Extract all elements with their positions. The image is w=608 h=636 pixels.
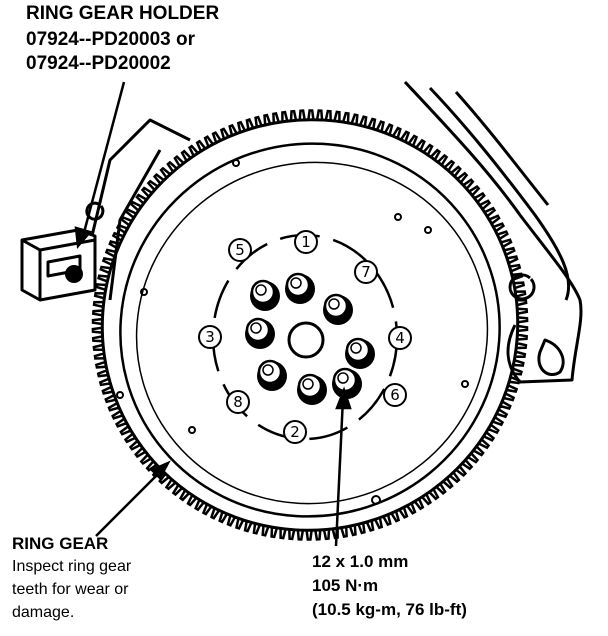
flywheel-bolt [245,317,275,349]
sequence-marker-3: 3 [198,325,222,349]
flywheel-bolt [345,337,375,369]
ring-gear-holder-part-number-2: 07924--PD20002 [26,53,171,74]
ring-gear-rim [100,118,520,532]
bolt-torque-spec: 105 N·m [312,576,379,595]
ring-gear-note-line-2: teeth for wear or [12,581,129,598]
sequence-number-5: 5 [235,241,245,259]
flywheel-bolt [285,272,315,304]
face-holes [116,159,469,505]
ring-gear-holder-part-number-1: 07924--PD20003 or [26,29,195,50]
bolt-size-spec: 12 x 1.0 mm [312,552,409,571]
leader-lines [74,81,352,547]
sequence-marker-1: 1 [294,230,318,254]
flywheel-bolt [257,359,287,391]
flywheel-bolt [250,279,280,311]
engine-housing [403,80,583,384]
flywheel-face-outer [119,142,501,518]
holder-bolt [65,265,83,283]
sequence-number-1: 1 [301,233,311,251]
sequence-marker-6: 6 [383,383,407,407]
bolt-torque-alt-spec: (10.5 kg-m, 76 lb-ft) [312,600,467,619]
sequence-markers: 1 2 3 4 5 6 7 8 [198,230,412,444]
sequence-marker-2: 2 [283,420,307,444]
flywheel-bolt [297,373,327,405]
ring-gear-holder-title: RING GEAR HOLDER [26,3,220,24]
ring-gear-title: RING GEAR [12,534,109,553]
sequence-number-4: 4 [395,329,405,347]
ring-gear-note-line-1: Inspect ring gear [12,558,132,575]
flywheel-bolt [332,367,362,399]
ring-gear-note-line-3: damage. [12,604,75,621]
sequence-number-8: 8 [233,393,243,411]
flywheel-face-inner [135,161,489,505]
flywheel-bolts [245,272,375,405]
sequence-number-6: 6 [390,386,400,404]
center-bore [287,321,325,359]
sequence-marker-7: 7 [354,260,378,284]
sequence-number-3: 3 [205,328,215,346]
sequence-marker-8: 8 [226,390,250,414]
sequence-number-7: 7 [361,263,371,281]
sequence-number-2: 2 [290,423,300,441]
flywheel-bolt [323,293,353,325]
sequence-marker-4: 4 [388,326,412,350]
sequence-marker-5: 5 [228,238,252,262]
